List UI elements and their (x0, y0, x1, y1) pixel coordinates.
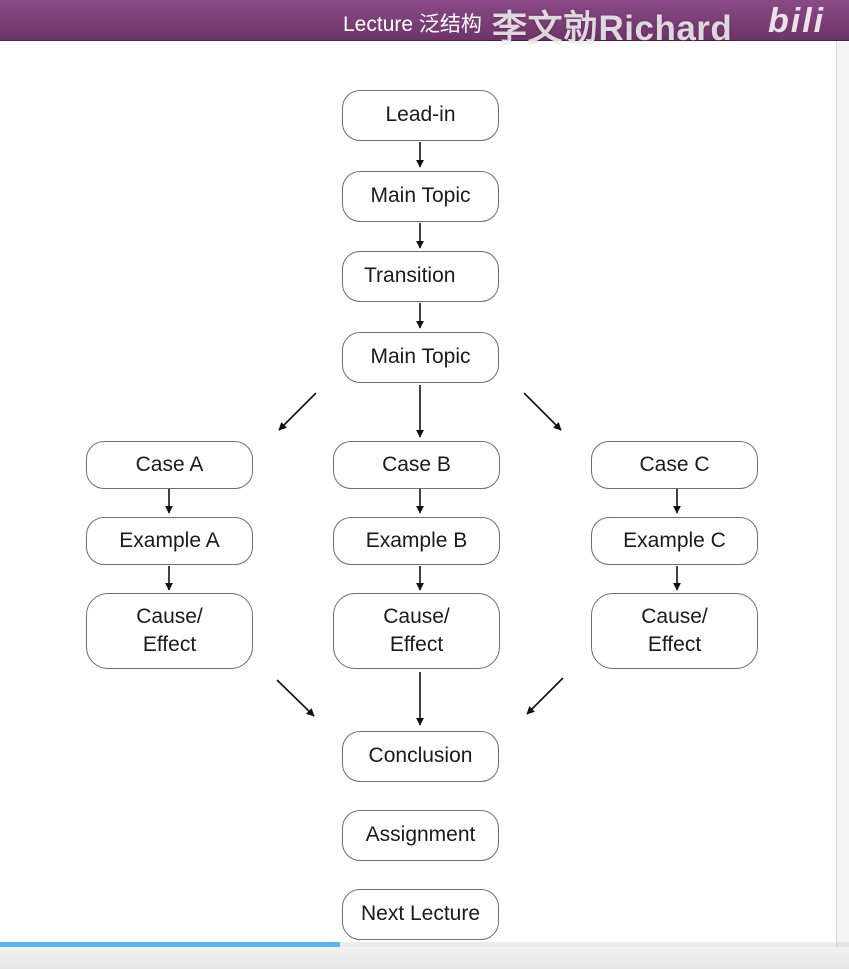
arrow-causea-conclusion (276, 679, 315, 717)
node-transition: Transition (342, 251, 499, 302)
node-lead-in: Lead-in (342, 90, 499, 141)
node-assignment: Assignment (342, 810, 499, 861)
arrow-maintopic-casec (523, 392, 562, 431)
bilibili-logo: bili (768, 2, 826, 40)
node-main-topic-2: Main Topic (342, 332, 499, 383)
title-bar: Lecture 泛结构 李文勍Richard bili (0, 0, 849, 48)
node-example-c: Example C (591, 517, 758, 565)
player-bottom-strip (0, 947, 849, 969)
node-case-c: Case C (591, 441, 758, 489)
node-case-a: Case A (86, 441, 253, 489)
slide-title: Lecture 泛结构 (343, 13, 482, 36)
effect-label: Effect (142, 633, 197, 656)
watermark-text: 李文勍Richard (492, 9, 733, 48)
node-conclusion: Conclusion (342, 731, 499, 782)
effect-label: Effect (647, 633, 702, 656)
arrow-causec-conclusion (526, 677, 564, 715)
node-cause-effect-b: Cause/ Effect (333, 593, 500, 669)
node-example-a: Example A (86, 517, 253, 565)
node-case-b: Case B (333, 441, 500, 489)
node-next-lecture: Next Lecture (342, 889, 499, 940)
arrow-maintopic-casea (278, 392, 317, 431)
cause-label: Cause/ (136, 604, 203, 628)
video-progress-fill (0, 942, 340, 947)
video-progress-bar[interactable] (0, 942, 849, 947)
effect-label: Effect (389, 633, 444, 656)
node-example-b: Example B (333, 517, 500, 565)
node-cause-effect-c: Cause/ Effect (591, 593, 758, 669)
page-edge (836, 41, 849, 969)
cause-label: Cause/ (383, 604, 450, 628)
node-main-topic-1: Main Topic (342, 171, 499, 222)
cause-label: Cause/ (641, 604, 708, 628)
node-cause-effect-a: Cause/ Effect (86, 593, 253, 669)
